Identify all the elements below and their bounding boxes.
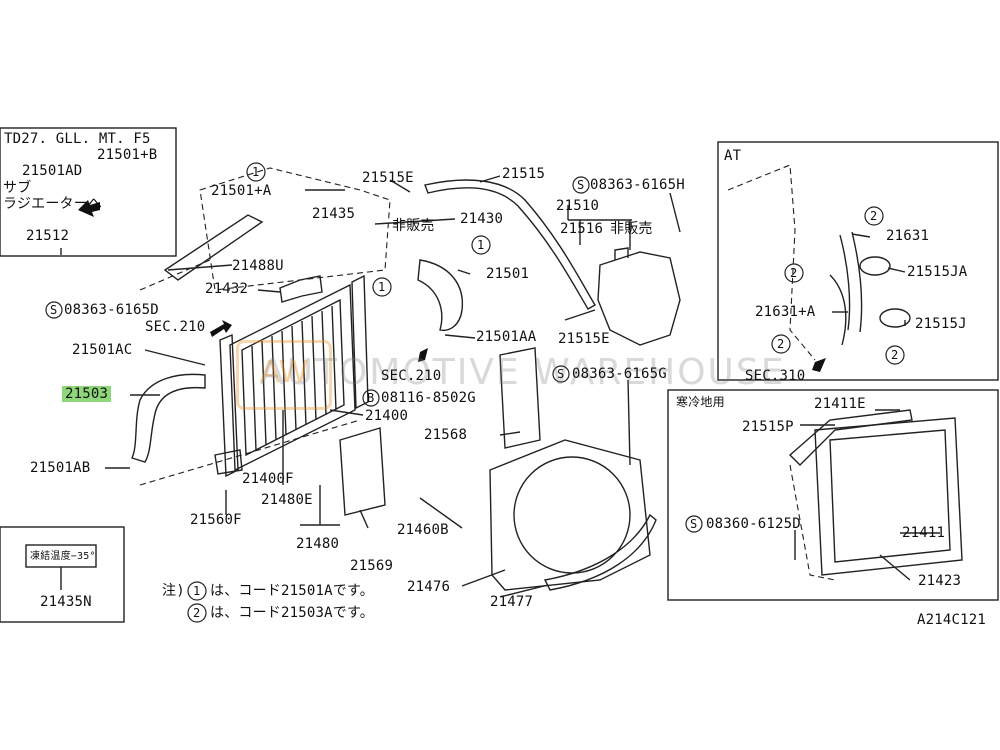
label-21515P[interactable]: 21515P	[742, 419, 794, 435]
label-21516[interactable]: 21516	[560, 221, 604, 237]
callout-2-b: 2	[790, 266, 798, 280]
s-mark-125d: S	[690, 517, 698, 531]
callout-2-d: 2	[891, 348, 899, 362]
watermark-text: AUTOMOTIVE WAREHOUSE	[260, 352, 786, 393]
label-21515E-top[interactable]: 21515E	[362, 170, 414, 186]
label-21512[interactable]: 21512	[26, 228, 70, 244]
label-21501[interactable]: 21501	[486, 266, 530, 282]
label-21488U[interactable]: 21488U	[232, 258, 284, 274]
label-21430[interactable]: 21430	[460, 211, 504, 227]
arrow-sec210-a	[210, 320, 232, 337]
label-sub-radiator-2: ラジエーターへ	[3, 196, 103, 212]
callout-2-a: 2	[870, 209, 878, 223]
seal-21488U	[163, 214, 264, 281]
note-callout-1: 1	[193, 584, 201, 598]
label-08360-6125D[interactable]: 08360-6125D	[706, 516, 801, 532]
label-not-sold-2: 非販売	[610, 221, 653, 237]
label-sec210-b[interactable]: SEC.210	[381, 368, 442, 384]
label-21435N[interactable]: 21435N	[40, 594, 92, 610]
label-sec310[interactable]: SEC.310	[745, 368, 806, 384]
label-21423[interactable]: 21423	[918, 573, 962, 589]
label-21460B[interactable]: 21460B	[397, 522, 449, 538]
arrow-sec210-b	[418, 348, 428, 362]
label-21631[interactable]: 21631	[886, 228, 930, 244]
label-21631A[interactable]: 21631+A	[755, 304, 816, 320]
callout-1-a: 1	[252, 165, 260, 179]
label-21515J[interactable]: 21515J	[915, 316, 967, 332]
note-prefix: 注)	[162, 583, 185, 599]
label-21477[interactable]: 21477	[490, 594, 534, 610]
inset-antifreeze-box	[0, 526, 125, 623]
label-21501AD[interactable]: 21501AD	[22, 163, 83, 179]
label-21510[interactable]: 21510	[556, 198, 600, 214]
label-21411E[interactable]: 21411E	[814, 396, 866, 412]
shroud-21476	[489, 439, 651, 591]
label-08363-6165D[interactable]: 08363-6165D	[64, 302, 159, 318]
label-21515E-mid[interactable]: 21515E	[558, 331, 610, 347]
callout-2-c: 2	[777, 337, 785, 351]
label-21515JA[interactable]: 21515JA	[907, 264, 968, 280]
label-21476[interactable]: 21476	[407, 579, 451, 595]
callout-1-b: 1	[477, 238, 485, 252]
radiator-21400	[219, 274, 369, 478]
label-21501B[interactable]: 21501+B	[97, 147, 158, 163]
label-21568[interactable]: 21568	[424, 427, 468, 443]
label-08116-8502G[interactable]: 08116-8502G	[381, 390, 476, 406]
s-mark-h: S	[577, 178, 585, 192]
inset-td27-title: TD27. GLL. MT. F5	[4, 131, 151, 147]
label-08363-6165G[interactable]: 08363-6165G	[572, 366, 667, 382]
label-21569[interactable]: 21569	[350, 558, 394, 574]
label-cold-region: 寒冷地用	[676, 395, 725, 409]
label-21501AA[interactable]: 21501AA	[476, 329, 537, 345]
label-21400[interactable]: 21400	[365, 408, 409, 424]
reservoir-21510	[597, 251, 681, 346]
label-antifreeze: 凍結温度−35°	[30, 551, 96, 562]
label-at: AT	[724, 148, 742, 164]
diagram-code: A214C121	[917, 612, 987, 628]
label-08363-6165H[interactable]: 08363-6165H	[590, 177, 685, 193]
s-mark-g: S	[557, 367, 565, 381]
label-21560F[interactable]: 21560F	[190, 512, 242, 528]
inset-at-box	[717, 141, 999, 381]
note-line-1: は、コード21501Aです。	[210, 583, 374, 599]
s-mark-d: S	[50, 303, 58, 317]
note-callout-2: 2	[193, 606, 201, 620]
label-21432[interactable]: 21432	[205, 281, 249, 297]
note-line-2: は、コード21503Aです。	[210, 605, 374, 621]
label-21501AC[interactable]: 21501AC	[72, 342, 133, 358]
watermark-logo: AW	[236, 340, 332, 410]
label-21501A[interactable]: 21501+A	[211, 183, 272, 199]
label-21480E[interactable]: 21480E	[261, 492, 313, 508]
arrow-sec310	[812, 358, 826, 372]
label-sub-radiator-1: サブ	[3, 180, 32, 196]
label-not-sold-1: 非販売	[392, 218, 435, 234]
arrow-sub-radiator	[78, 200, 100, 217]
callout-1-c: 1	[378, 280, 386, 294]
label-21435[interactable]: 21435	[312, 206, 356, 222]
label-21515[interactable]: 21515	[502, 166, 546, 182]
label-sec210-a[interactable]: SEC.210	[145, 319, 206, 335]
label-21480[interactable]: 21480	[296, 536, 340, 552]
label-21503-highlighted[interactable]: 21503	[62, 386, 112, 402]
inset-td27-box	[0, 127, 177, 257]
label-21411[interactable]: 21411	[902, 525, 946, 541]
label-21400F[interactable]: 21400F	[242, 471, 294, 487]
b-mark: B	[367, 391, 375, 405]
label-21501AB[interactable]: 21501AB	[30, 460, 91, 476]
inset-cold-box	[667, 389, 999, 601]
